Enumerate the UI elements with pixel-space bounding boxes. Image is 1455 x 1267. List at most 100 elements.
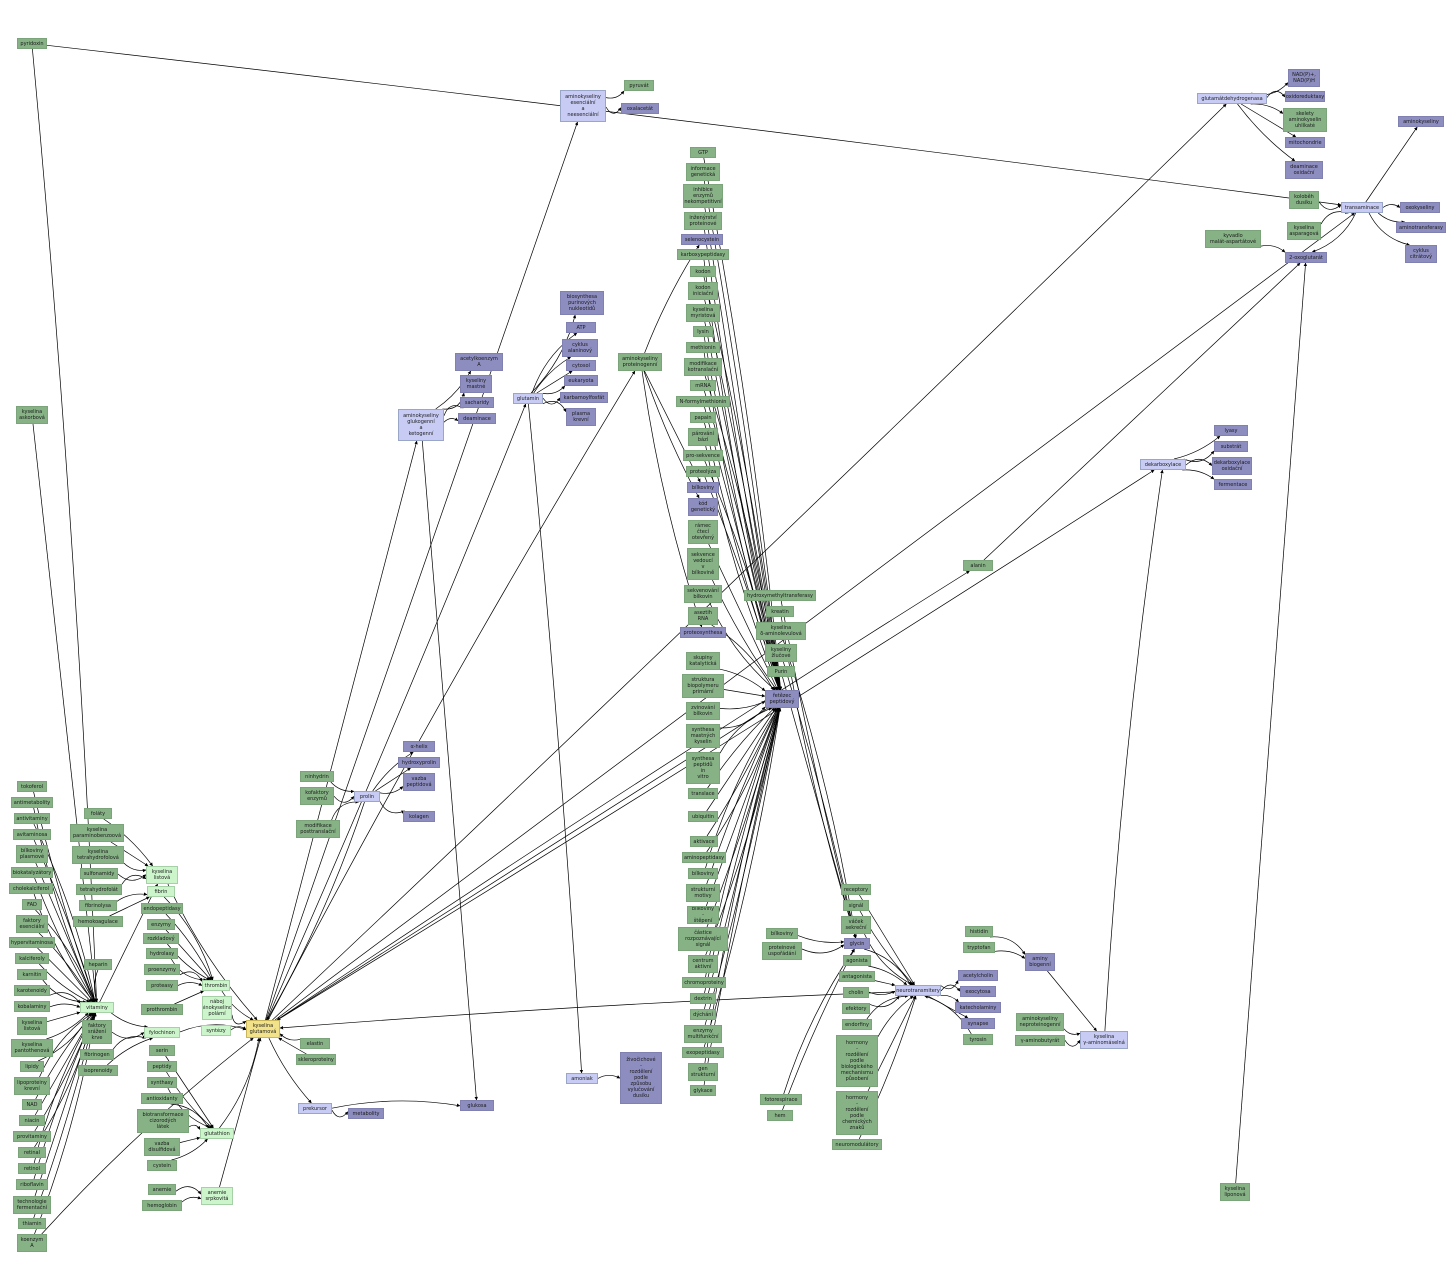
edge-folaty-to-kys-listova	[103, 818, 153, 867]
edge-sulfonamidy-to-kys-listova	[117, 873, 147, 881]
node-fylochinon: fylochinon	[144, 1027, 180, 1038]
edge-agonista-to-neurotransmitery	[868, 965, 908, 986]
node-pyridoxin: pyridoxin	[17, 38, 47, 49]
node-naboj: náboj aminokyselinový polární	[202, 996, 232, 1020]
node-glutamin: glutamin	[513, 393, 543, 404]
node-ak-glukogenni: aminokyseliny glukogenní a ketogenní	[398, 409, 444, 441]
node-riboflavin: riboflavin	[16, 1179, 48, 1190]
edge-kys-glutamova-to-alanin	[276, 570, 970, 1021]
node-neurotransmitery: neurotransmitery	[895, 985, 941, 996]
node-fibrinolysa: fibrinolysa	[79, 900, 117, 911]
node-fad: FAD	[22, 899, 42, 910]
node-hemokoagulace: hemokoagulace	[73, 916, 123, 927]
node-aceatl-rna: aseztih RNA	[688, 607, 718, 625]
node-parovani-bazi: párování bází	[688, 428, 718, 446]
node-fermentace: fermentace	[1214, 479, 1252, 490]
node-prolin: prolin	[354, 791, 380, 802]
edge-kys-aminolevulin-to-glycin	[782, 639, 857, 939]
edge-histidin-to-aminy-biogenni	[989, 936, 1026, 955]
edge-kalciferoly-to-vitaminy	[39, 963, 91, 1003]
edge-ak-esencialni-to-pyruvat	[605, 90, 625, 99]
node-kys-aminolevulin: kyselina δ-aminolevulová	[756, 622, 806, 640]
node-neuromodulatory: neuromodulátory	[832, 1139, 882, 1150]
node-metabolity: metabolity	[348, 1108, 384, 1119]
edge-modifikace-posttransl-to-prolin	[331, 800, 360, 821]
node-tetrahydrofolat: tetrahydrofolát	[76, 884, 122, 895]
node-isoprenoidy: isoprenoidy	[78, 1065, 118, 1076]
node-prekursor: prekursor	[298, 1103, 332, 1114]
node-gtp: GTP	[690, 147, 716, 158]
node-karotenoidy: karotenoidy	[14, 985, 50, 996]
node-a-helix: α-helix	[403, 741, 435, 752]
edge-synthesa-pept-to-retezec-pept	[719, 707, 773, 754]
edge-ninhydrin-to-prolin	[330, 781, 355, 794]
edge-kys-pantothenova-to-vitaminy	[46, 1012, 89, 1040]
node-kys-liponova: kyselina liponová	[1220, 1183, 1250, 1201]
node-lyasy: lyasy	[1214, 425, 1248, 436]
node-kys-y-amino: kyselina γ-aminomáselná	[1080, 1031, 1128, 1049]
node-kys-tetrahydrofol: kyselina tetrahydrofolová	[72, 846, 124, 864]
node-peptidy: peptidy	[147, 1061, 177, 1072]
edge-bilkoviny-stav-to-retezec-pept	[705, 707, 780, 907]
node-kreatin: kreatin	[766, 606, 794, 617]
node-pyruvat: pyruvát	[624, 80, 654, 91]
edge-tetrahydrofolat-to-kys-listova	[121, 874, 147, 885]
edge-antioxidanty-to-glutathion	[170, 1103, 209, 1129]
node-inhibice: inhibice enzymů nekompetitivní	[683, 184, 723, 208]
edge-exopeptidasy-to-retezec-pept	[703, 707, 782, 1048]
node-bilkoviny-p: bílkoviny	[687, 482, 719, 493]
edge-proenzymy-to-thrombin	[179, 971, 203, 982]
node-anemie-srp: anemie srpkovitá	[201, 1187, 233, 1205]
edge-transaminace-to-cyklus-citrat	[1368, 212, 1410, 246]
node-synthasy: synthasy	[147, 1077, 177, 1088]
edge-transaminace-to-oxokyseliny	[1382, 204, 1401, 208]
edge-prolin-to-hydroxyprolin	[375, 767, 411, 792]
edge-kys-listova-to-kys-glutamova	[167, 883, 258, 1021]
node-koloboh-dusiku: koloběh dusíku	[1289, 191, 1319, 209]
edge-prolin-to-vazba-peptid	[379, 786, 404, 794]
node-glutamatdh: glutamátdehydrogenasa	[1197, 93, 1267, 104]
node-rozkladovy: rozkladový	[143, 933, 179, 944]
node-katecholaminy: katecholaminy	[955, 1002, 1001, 1013]
node-bilkoviny-stav: bílkoviny - štěpení	[687, 906, 719, 924]
edge-glutamin-to-amoniak	[528, 403, 584, 1074]
node-n-formyl: N-formylmethionin	[676, 396, 730, 407]
node-sekvenovani: sekvenování bílkovin	[684, 585, 722, 603]
node-endorfiny: endorfiny	[842, 1019, 872, 1030]
node-hydroxyprolin: hydroxyprolin	[398, 757, 440, 768]
edge-dekarboxylace-to-lyasy	[1173, 435, 1221, 460]
node-kys-listova: kyselina listová	[146, 866, 178, 884]
edge-kys-liponova-to-oxoglutarat	[1235, 262, 1308, 1184]
edge-anemie-to-anemie-srp	[175, 1186, 202, 1195]
node-hydrolasy: hydrolasy	[146, 948, 178, 959]
node-prosekvence: pro-sekvence	[683, 450, 723, 461]
edge-ak-glukogenni-to-deaminace	[443, 417, 459, 423]
node-faktory-esencialni: faktory esenciální	[16, 915, 48, 933]
node-castice-rozp: částice rozpoznávající signál	[678, 927, 728, 951]
node-aminy-biogenni: aminy biogenní	[1025, 953, 1055, 971]
edge-glycin-to-neurotransmitery	[864, 948, 912, 986]
edge-isoprenoidy-to-fylochinon	[107, 1037, 154, 1066]
edge-heparin-to-vitaminy	[94, 969, 99, 1003]
edge-transaminace-to-oxoglutarat	[1311, 212, 1357, 253]
edge-glutamin-to-plasma-krevni	[542, 401, 567, 413]
node-oxidoreduktasy: oxidoreduktasy	[1285, 91, 1325, 102]
edge-kys-glutamova-to-glutamatdh	[272, 103, 1227, 1021]
edge-proteinove-uspor-to-glycin	[801, 944, 845, 954]
edge-alanin-to-oxoglutarat	[983, 262, 1301, 561]
edge-kys-glutamova-to-glutamin	[266, 403, 527, 1021]
node-enzymy-multi: enzymy multifunkční	[684, 1025, 722, 1043]
node-dychani: dýchání	[690, 1009, 716, 1020]
edge-efektory-to-neurotransmitery	[869, 995, 900, 1007]
node-cholekalciferol: cholekalciferol	[9, 883, 53, 894]
node-proteosynteza: proteosynthesa	[680, 627, 726, 638]
node-dekarbox-oxid: dekarboxylace oxidační	[1212, 457, 1252, 475]
node-aktivace: aktivace	[690, 836, 718, 847]
node-retinol: retinol	[18, 1163, 46, 1174]
edge-syntezy-to-kys-glutamova	[230, 1026, 247, 1031]
node-dextrin: dextrin	[690, 993, 716, 1004]
edge-y-aminobutyrat-to-kys-y-amino	[1064, 1039, 1081, 1047]
node-antioxidanty: antioxidanty	[141, 1093, 183, 1104]
node-deaminace: deaminace	[458, 413, 496, 424]
